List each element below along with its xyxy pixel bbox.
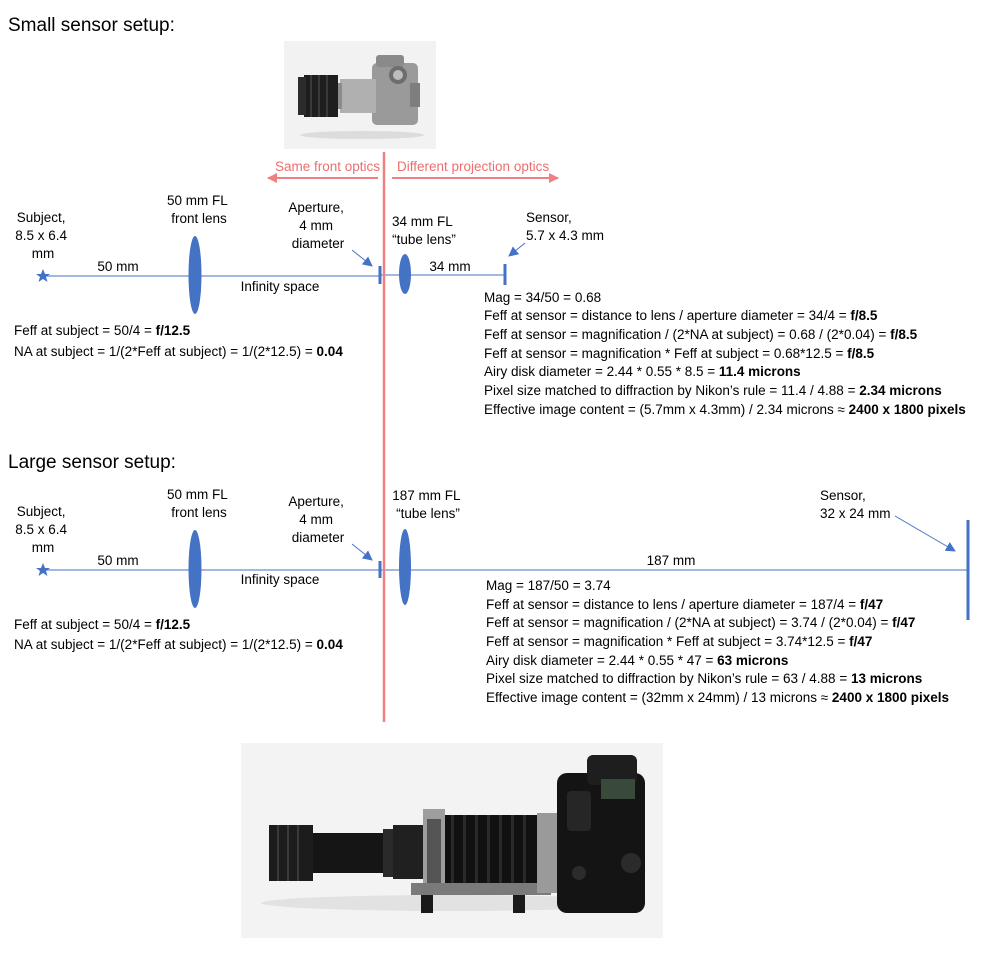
small-right-eq-4: Airy disk diameter = 2.44 * 0.55 * 8.5 =… xyxy=(484,364,801,379)
small-front-distance-label: 50 mm xyxy=(97,259,138,274)
large-right-eq-3: Feff at sensor = magnification * Feff at… xyxy=(486,634,872,649)
small-right-eq-0: Mag = 34/50 = 0.68 xyxy=(484,290,601,305)
large-tube-lens-icon xyxy=(399,529,411,605)
small-right-eq-6: Effective image content = (5.7mm x 4.3mm… xyxy=(484,402,966,417)
large-back-distance-label: 187 mm xyxy=(647,553,696,568)
small-front-lens-icon xyxy=(188,236,202,314)
large-front-lens-label: 50 mm FL front lens xyxy=(167,487,231,520)
large-subject-star-icon xyxy=(36,563,50,576)
large-aperture-label: Aperture, 4 mm diameter xyxy=(288,494,347,545)
small-setup-heading: Small sensor setup: xyxy=(8,15,175,36)
small-right-eq-5: Pixel size matched to diffraction by Nik… xyxy=(484,383,942,398)
small-aperture-label: Aperture, 4 mm diameter xyxy=(288,200,347,251)
large-camera-photo xyxy=(241,743,663,938)
divider: Same front optics Different projection o… xyxy=(267,152,559,722)
small-tube-lens-icon xyxy=(399,254,411,294)
large-right-eq-5: Pixel size matched to diffraction by Nik… xyxy=(486,671,922,686)
large-right-eq-2: Feff at sensor = magnification / (2*NA a… xyxy=(486,615,915,630)
small-sensor-pointer-arrow xyxy=(508,242,526,257)
small-sensor-label: Sensor, 5.7 x 4.3 mm xyxy=(526,210,604,243)
small-setup: Small sensor setup: Subject, 8.5 x 6.4 m… xyxy=(8,15,966,417)
small-left-eq-0: Feff at subject = 50/4 = f/12.5 xyxy=(14,323,191,338)
divider-left-label: Same front optics xyxy=(275,159,380,174)
large-front-lens-icon xyxy=(188,530,202,608)
large-tube-lens-label: 187 mm FL “tube lens” xyxy=(392,488,464,521)
small-right-eq-3: Feff at sensor = magnification * Feff at… xyxy=(484,346,875,361)
small-tube-lens-label: 34 mm FL “tube lens” xyxy=(392,214,456,247)
small-subject-star-icon xyxy=(36,269,50,282)
large-left-eq-0: Feff at subject = 50/4 = f/12.5 xyxy=(14,617,191,632)
large-right-eq-0: Mag = 187/50 = 3.74 xyxy=(486,578,611,593)
small-back-distance-label: 34 mm xyxy=(429,259,470,274)
compact-camera-icon xyxy=(298,55,424,139)
dslr-bellows-icon xyxy=(261,755,645,913)
large-sensor-pointer-arrow xyxy=(894,515,956,552)
large-sensor-label: Sensor, 32 x 24 mm xyxy=(820,488,891,521)
large-subject-label: Subject, 8.5 x 6.4 mm xyxy=(15,504,71,555)
small-subject-label: Subject, 8.5 x 6.4 mm xyxy=(15,210,71,261)
large-infinity-space-label: Infinity space xyxy=(241,572,320,587)
small-camera-photo xyxy=(284,41,436,149)
small-front-lens-label: 50 mm FL front lens xyxy=(167,193,231,226)
large-right-eq-4: Airy disk diameter = 2.44 * 0.55 * 47 = … xyxy=(486,653,788,668)
small-infinity-space-label: Infinity space xyxy=(241,279,320,294)
large-left-eq-1: NA at subject = 1/(2*Feff at subject) = … xyxy=(14,637,343,652)
small-aperture-pointer-arrow xyxy=(351,249,373,267)
large-setup: Large sensor setup: Subject, 8.5 x 6.4 m… xyxy=(8,452,970,705)
large-right-eq-1: Feff at sensor = distance to lens / aper… xyxy=(486,597,883,612)
large-aperture-pointer-arrow xyxy=(351,543,373,561)
divider-right-label: Different projection optics xyxy=(397,159,549,174)
small-right-eq-1: Feff at sensor = distance to lens / aper… xyxy=(484,308,878,323)
small-right-eq-2: Feff at sensor = magnification / (2*NA a… xyxy=(484,327,918,342)
small-left-eq-1: NA at subject = 1/(2*Feff at subject) = … xyxy=(14,344,343,359)
large-front-distance-label: 50 mm xyxy=(97,553,138,568)
large-setup-heading: Large sensor setup: xyxy=(8,452,176,473)
large-right-eq-6: Effective image content = (32mm x 24mm) … xyxy=(486,690,949,705)
